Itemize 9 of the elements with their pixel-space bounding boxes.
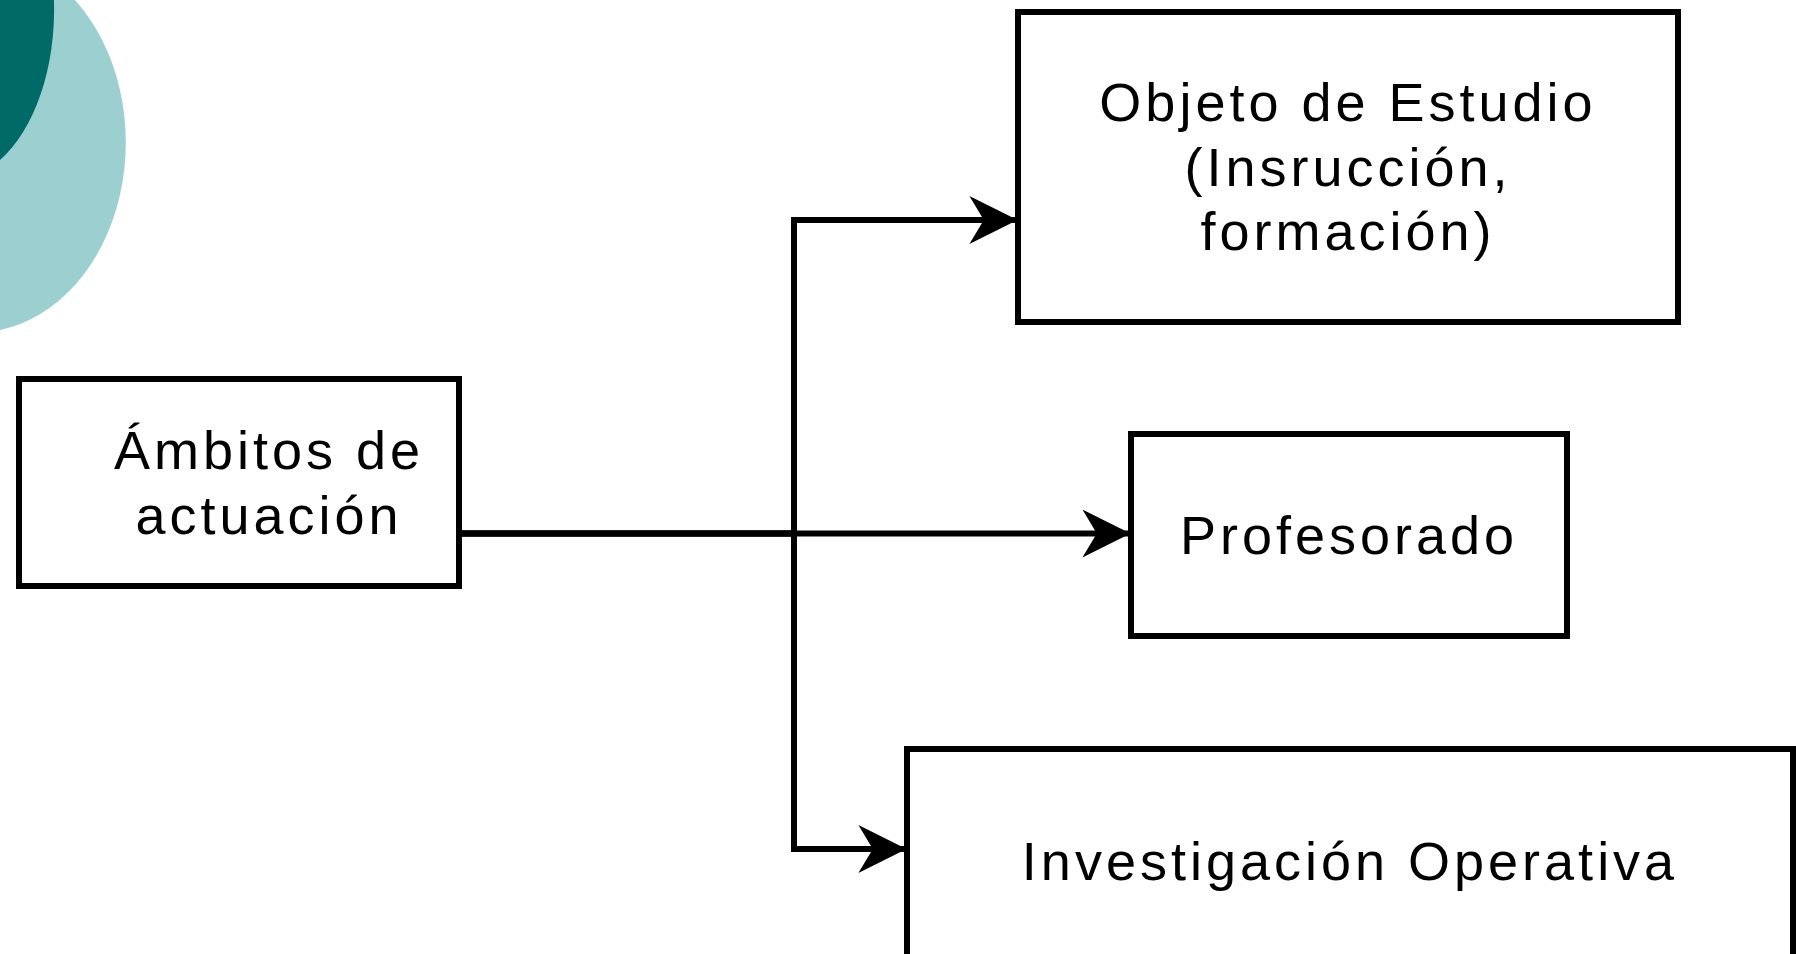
text-box [1015,9,1681,325]
text-box [904,746,1796,954]
box-label: Objeto de Estudio (Insrucción, formación) [1098,70,1598,264]
box-label: Investigación Operativa [1021,829,1679,893]
box-label: Profesorado [1179,503,1519,567]
text-box [1128,431,1570,639]
text-box [16,376,462,589]
box-label: Ámbitos de actuación [112,418,426,547]
arrow [462,530,907,873]
